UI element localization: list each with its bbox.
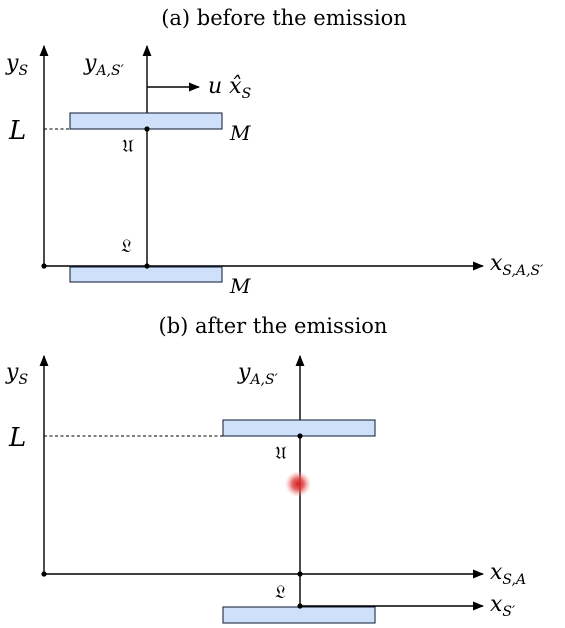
l-label-b: L	[8, 423, 26, 453]
y-a-label-b: yA,S′	[237, 360, 279, 388]
x-axis-sa-label-b: xS,A	[490, 560, 526, 588]
axis-crossing-dot-b	[297, 571, 303, 577]
caption-b: (b) after the emission	[159, 314, 388, 338]
origin-dot-b	[41, 571, 47, 577]
lower-point-dot-a	[144, 263, 150, 269]
upper-point-dot-b	[297, 433, 303, 439]
bottom-plate-a	[69, 266, 223, 283]
bottom-plate-b	[222, 606, 376, 624]
emission-glow	[285, 471, 311, 497]
x-axis-label-a: xS,A,S′	[490, 251, 544, 279]
panel-b: (b) after the emission yS xS,A yA,S′ L 𝔘…	[5, 314, 526, 624]
upper-point-label-a: 𝔘	[122, 136, 134, 157]
y-s-label-b: yS	[5, 360, 28, 388]
mass-top-label-a: M	[229, 121, 251, 145]
l-label-a: L	[8, 116, 26, 146]
panel-a: (a) before the emission yS xS,A,S′ yA,S′…	[5, 6, 544, 298]
y-s-label-a: yS	[5, 51, 28, 79]
velocity-label: u x̂S	[208, 74, 251, 102]
lower-point-dot-b	[297, 603, 303, 609]
x-axis-s-prime-label-b: xS′	[490, 592, 516, 620]
y-a-label-a: yA,S′	[83, 51, 125, 79]
upper-point-dot-a	[144, 126, 150, 132]
lower-point-label-b: 𝔏	[275, 582, 286, 603]
lower-point-label-a: 𝔏	[121, 236, 132, 257]
upper-point-label-b: 𝔘	[275, 443, 287, 464]
origin-dot-a	[41, 263, 47, 269]
top-plate-a	[69, 112, 223, 130]
mass-bottom-label-a: M	[229, 274, 251, 298]
caption-a: (a) before the emission	[161, 6, 407, 30]
